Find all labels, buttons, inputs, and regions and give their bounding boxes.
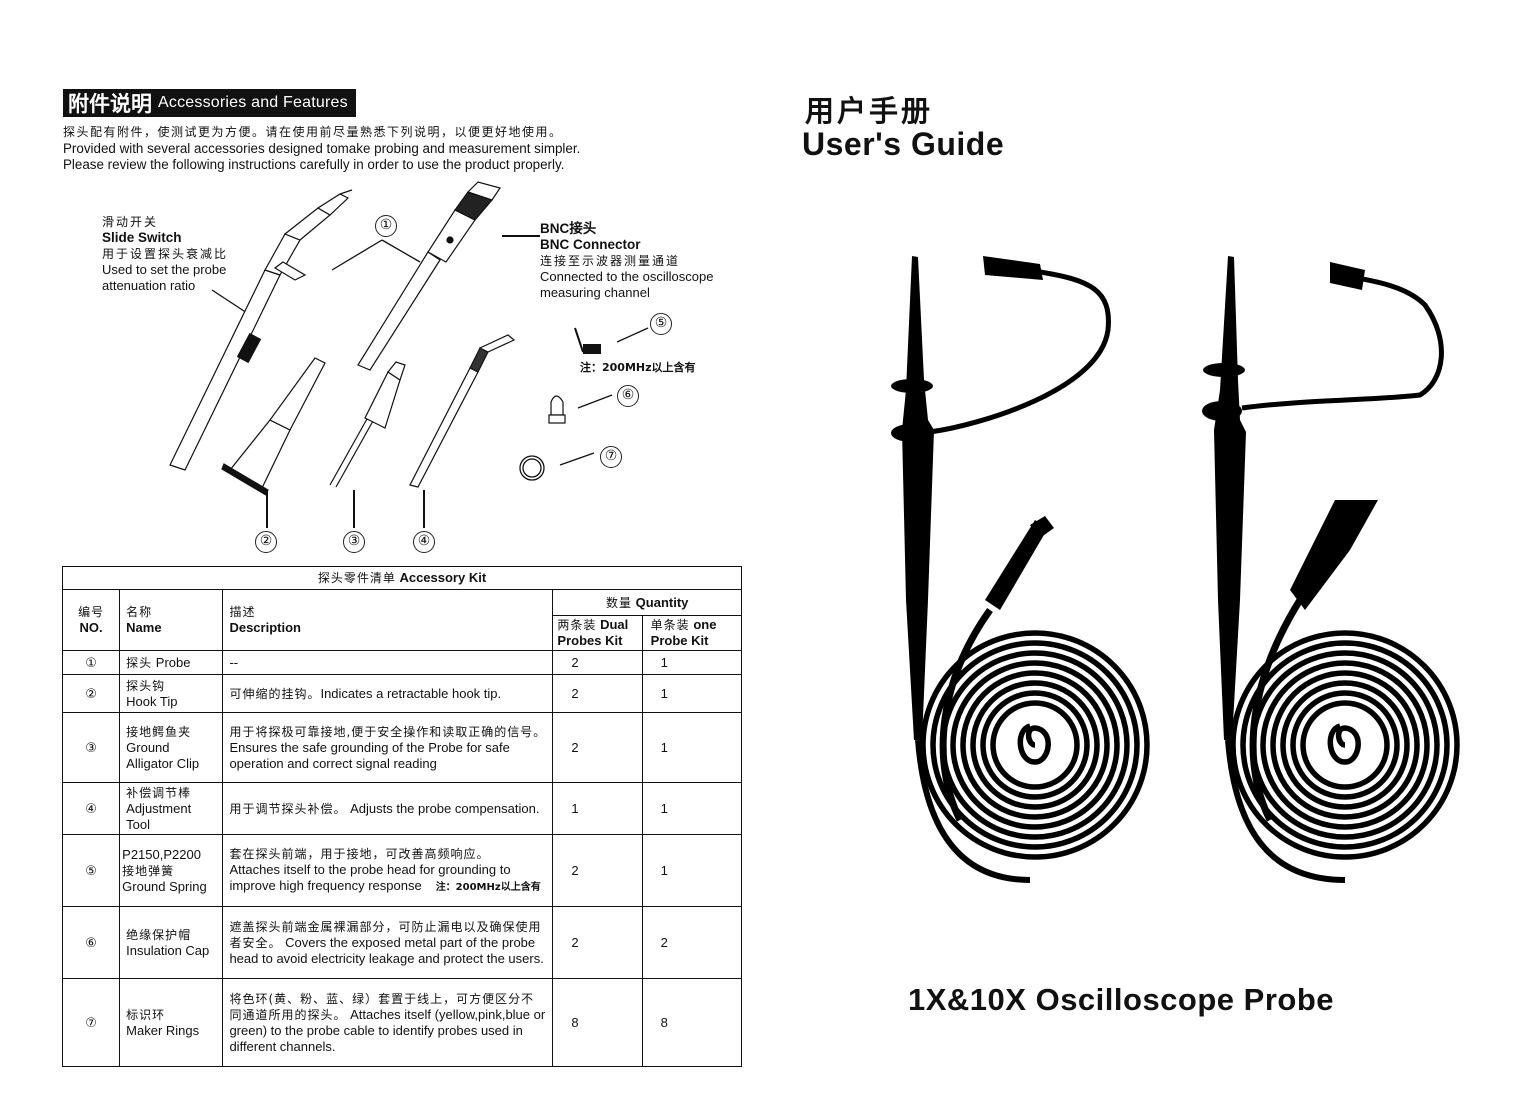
header-single-kit: 单条装 one Probe Kit (641, 615, 743, 651)
header-name: 名称 Name (119, 589, 224, 651)
row-desc: 可伸缩的挂钩。Indicates a retractable hook tip. (222, 674, 554, 713)
marker-ring-drawing (519, 455, 545, 481)
cable-coil-right (1230, 630, 1460, 860)
row-dual-qty: 2 (552, 834, 643, 907)
marker-2: ② (255, 531, 277, 553)
row-single-qty: 8 (641, 978, 743, 1067)
row-no: ⑦ (61, 978, 121, 1067)
slide-switch-zh: 滑动开关 (102, 215, 159, 229)
accessory-kit-table: 探头零件清单 Accessory Kit 编号 NO. 名称 Name 描述 D… (61, 566, 743, 1067)
row-desc: 用于将探极可靠接地,便于安全操作和读取正确的信号。 Ensures the sa… (222, 712, 554, 783)
probe-right (1202, 256, 1460, 883)
row-single-qty: 1 (641, 650, 743, 675)
bnc-end-drawing (357, 181, 501, 371)
row-no: ⑤ (61, 834, 121, 907)
product-title: 1X&10X Oscilloscope Probe (908, 982, 1335, 1017)
intro-line-2: Please review the following instructions… (63, 157, 565, 172)
section-title-zh: 附件说明 (68, 92, 152, 116)
marker-1: ① (375, 215, 397, 237)
header-no: 编号 NO. (61, 589, 121, 651)
row-dual-qty: 2 (552, 906, 643, 979)
row-no: ③ (61, 712, 121, 783)
slide-switch-zh-desc: 用于设置探头衰减比 (102, 247, 229, 261)
row-dual-qty: 2 (552, 674, 643, 713)
ground-spring-drawing (574, 327, 601, 354)
insulation-cap-drawing (548, 395, 566, 424)
marker-5: ⑤ (650, 313, 672, 335)
slide-switch-title: Slide Switch (102, 230, 182, 245)
intro-text: 探头配有附件，使测试更为方便。请在使用前尽量熟悉下列说明，以便更好地使用。 Pr… (63, 124, 580, 174)
marker-4: ④ (413, 531, 435, 553)
slide-switch-callout: 滑动开关 Slide Switch 用于设置探头衰减比 Used to set … (102, 214, 228, 294)
slide-switch-desc-1: Used to set the probe (102, 262, 227, 277)
row-dual-qty: 2 (552, 712, 643, 783)
row-no: ④ (61, 782, 121, 835)
probe-body-drawing (169, 189, 353, 471)
row-no: ⑥ (61, 906, 121, 979)
row-single-qty: 2 (641, 906, 743, 979)
row-desc: 将色环(黄、粉、蓝、绿）套置于线上，可方便区分不同通道所用的探头。 Attach… (222, 978, 554, 1067)
leader-lines (211, 235, 649, 528)
row-single-qty: 1 (641, 712, 743, 783)
bnc-desc-1: Connected to the oscilloscope (540, 269, 714, 284)
row-single-qty: 1 (641, 782, 743, 835)
bnc-desc-2: measuring channel (540, 285, 650, 300)
marker-7: ⑦ (600, 446, 622, 468)
header-quantity: 数量 Quantity (552, 589, 742, 616)
row-name: 探头 Probe (119, 650, 224, 675)
guide-title-zh: 用户手册 (805, 94, 934, 128)
table-row: ① 探头 Probe -- 2 1 (61, 650, 743, 675)
caption-en: Accessory Kit (399, 570, 487, 585)
cable-coil-left (920, 630, 1150, 860)
guide-title-en: User's Guide (802, 126, 1005, 162)
spring-note: 注：200MHz以上含有 (580, 361, 696, 374)
adjustment-tool-drawing (409, 334, 516, 488)
probe-left (891, 256, 1150, 883)
bnc-zh: BNC接头 (540, 221, 597, 236)
table-caption: 探头零件清单 Accessory Kit (62, 566, 742, 590)
bnc-connector-callout: BNC接头 BNC Connector 连接至示波器测量通道 Connected… (540, 221, 713, 301)
section-title-en: Accessories and Features (158, 94, 348, 111)
row-dual-qty: 2 (552, 650, 643, 675)
intro-zh: 探头配有附件，使测试更为方便。请在使用前尽量熟悉下列说明，以便更好地使用。 (63, 125, 563, 139)
alligator-clip-drawing (329, 361, 406, 488)
bnc-title: BNC Connector (540, 237, 641, 252)
caption-zh: 探头零件清单 (317, 571, 396, 585)
hook-tip-drawing (221, 357, 326, 496)
section-title: 附件说明 Accessories and Features (63, 89, 356, 117)
marker-3: ③ (343, 531, 365, 553)
intro-line-1: Provided with several accessories design… (63, 140, 581, 156)
header-description: 描述 Description (222, 589, 554, 651)
marker-6: ⑥ (617, 385, 639, 407)
slide-switch-desc-2: attenuation ratio (102, 278, 196, 293)
bnc-zh-desc: 连接至示波器测量通道 (540, 254, 681, 268)
